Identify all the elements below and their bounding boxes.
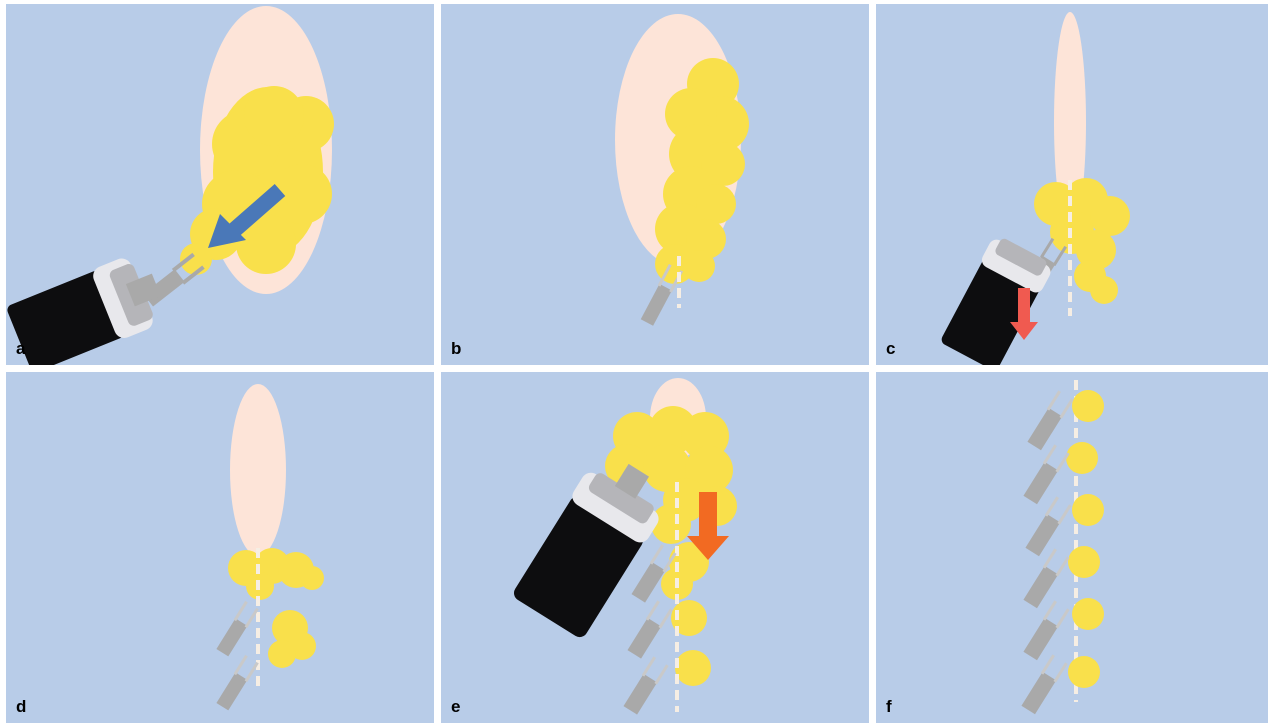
panel-e-illustration xyxy=(441,372,869,723)
mucosal-defect xyxy=(230,384,286,556)
panel-label-b: b xyxy=(451,339,461,359)
panel-label-e: e xyxy=(451,697,460,717)
clip xyxy=(216,655,259,711)
endoscope xyxy=(938,233,1055,365)
panel-label-f: f xyxy=(886,697,892,717)
red-arrow-shaft xyxy=(1018,288,1030,324)
panel-c-illustration xyxy=(876,4,1268,365)
panel-b-illustration xyxy=(441,4,869,365)
clip xyxy=(216,601,259,657)
panel-f: f xyxy=(876,372,1268,723)
lesion-tissue xyxy=(1066,390,1104,688)
clip xyxy=(627,600,673,659)
panel-a-illustration xyxy=(6,4,434,365)
lesion-tissue xyxy=(1034,178,1130,304)
clip xyxy=(1025,496,1072,556)
panel-a: a xyxy=(6,4,434,365)
clip xyxy=(623,656,669,715)
panel-b: b xyxy=(441,4,869,365)
clip xyxy=(1027,390,1074,450)
clip xyxy=(1023,444,1070,504)
panel-d: d xyxy=(6,372,434,723)
panel-d-illustration xyxy=(6,372,434,723)
panel-label-a: a xyxy=(16,339,25,359)
panel-e: e xyxy=(441,372,869,723)
panel-f-illustration xyxy=(876,372,1268,723)
orange-arrow-shaft xyxy=(699,492,717,538)
clip xyxy=(1023,600,1070,660)
clip xyxy=(1023,548,1070,608)
panel-label-d: d xyxy=(16,697,26,717)
panel-label-c: c xyxy=(886,339,895,359)
clip xyxy=(1021,654,1068,714)
panel-c: c xyxy=(876,4,1268,365)
endoscope xyxy=(6,250,171,365)
